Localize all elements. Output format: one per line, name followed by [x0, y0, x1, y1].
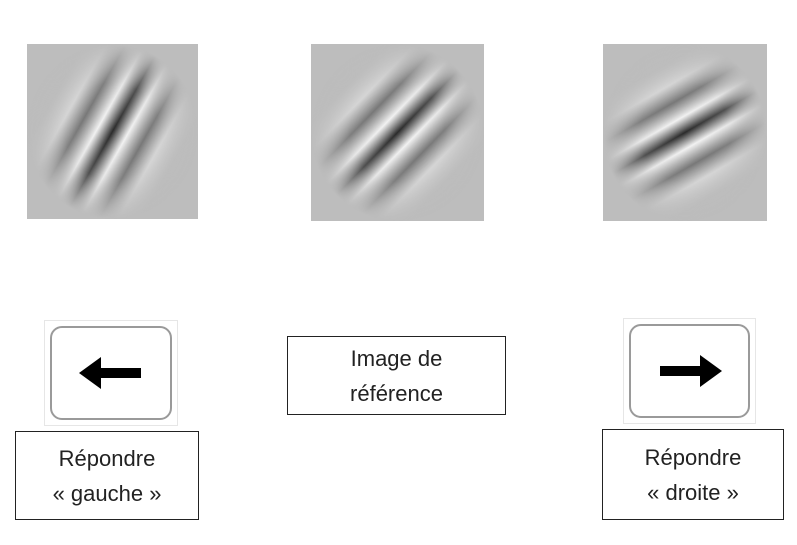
label-respond-right-line1: Répondre — [644, 444, 742, 470]
right-arrow-key[interactable] — [629, 324, 750, 418]
label-respond-left-line2: « gauche » — [52, 480, 162, 506]
left-arrow-key[interactable] — [50, 326, 172, 420]
arrow-left-icon — [79, 357, 141, 389]
gabor-left — [27, 44, 198, 219]
label-reference-line2: référence — [350, 380, 443, 406]
gabor-reference — [311, 44, 484, 221]
label-respond-left-line1: Répondre — [58, 445, 156, 471]
label-reference-image: Image de référence — [287, 336, 506, 415]
left-key-panel — [44, 320, 178, 426]
right-key-panel — [623, 318, 756, 424]
label-reference-line1: Image de — [350, 345, 443, 371]
label-respond-right-line2: « droite » — [647, 479, 739, 505]
label-respond-left: Répondre « gauche » — [15, 431, 199, 520]
gabor-right — [603, 44, 767, 221]
arrow-right-icon — [659, 355, 722, 387]
label-respond-right: Répondre « droite » — [602, 429, 784, 520]
